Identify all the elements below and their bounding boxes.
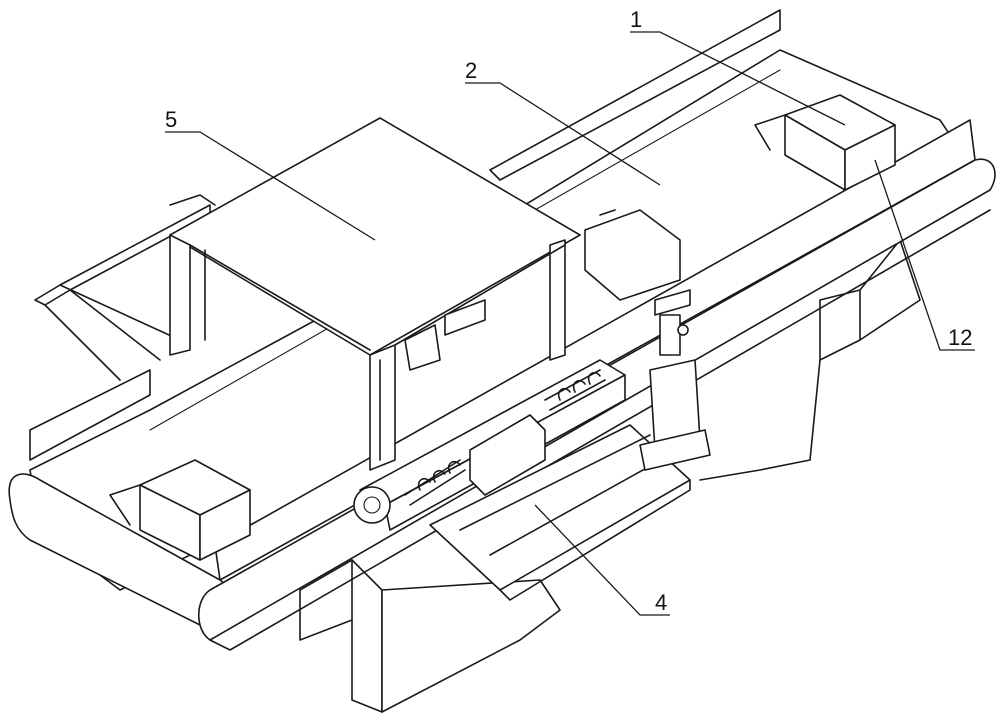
leader-5: [165, 131, 376, 241]
lift-cylinder: [639, 289, 711, 471]
slide-tray: [429, 424, 691, 601]
leader-lines: [165, 31, 975, 616]
leader-1: [630, 31, 846, 126]
callout-4: 4: [655, 590, 667, 615]
callout-2: 2: [465, 58, 477, 83]
workpiece-front: [109, 459, 251, 561]
detection-hood: [169, 117, 581, 471]
support-pedestal: [299, 239, 921, 713]
callout-5: 5: [165, 107, 177, 132]
leader-12: [874, 159, 975, 351]
lead-screw-assembly: [353, 359, 626, 531]
leader-4: [534, 504, 670, 616]
callout-1: 1: [630, 7, 642, 32]
drive-box: [584, 209, 681, 301]
callout-12: 12: [948, 325, 972, 350]
leader-2: [465, 82, 661, 186]
